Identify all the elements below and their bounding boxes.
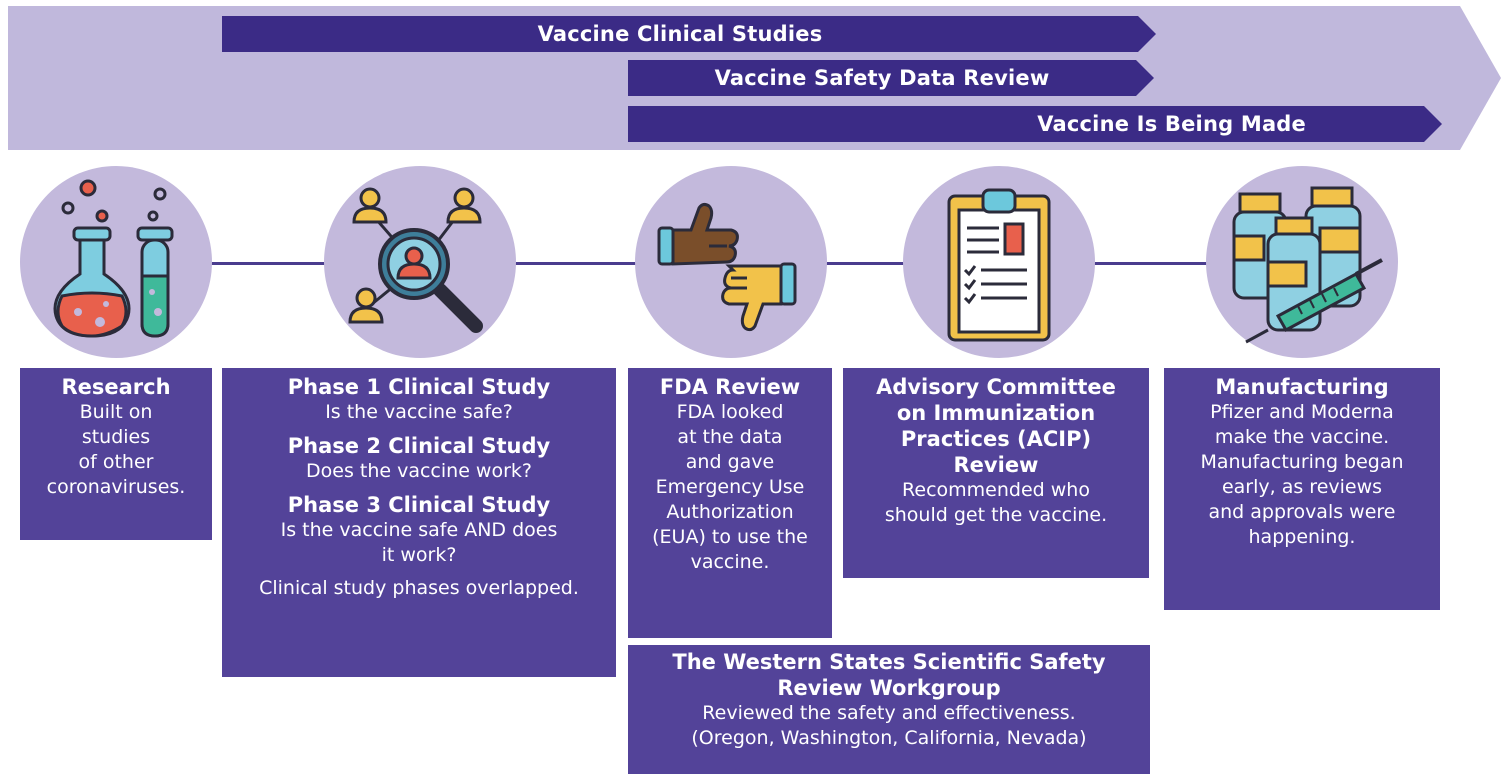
research-text: coronaviruses. — [46, 476, 186, 498]
fda-title: FDA Review — [659, 375, 801, 399]
clinical-note: Clinical study phases overlapped. — [259, 577, 579, 599]
research-text: of other — [78, 451, 154, 473]
fda-circle — [635, 166, 827, 358]
phase3-title: Phase 3 Clinical Study — [287, 493, 551, 517]
research-circle — [20, 166, 212, 358]
magnifier-people-icon — [348, 187, 483, 333]
manufacturing-circle — [1206, 166, 1398, 358]
manufacturing-title: Manufacturing — [1215, 375, 1389, 399]
acip-card: Advisory Committee on Immunization Pract… — [843, 368, 1149, 578]
band-arrow-being-made — [628, 106, 1442, 142]
manufacturing-text: Manufacturing began — [1200, 451, 1404, 473]
phase3-text: Is the vaccine safe AND does — [280, 519, 558, 541]
fda-text: FDA looked — [676, 401, 784, 423]
connector-line — [514, 262, 638, 265]
band-clinical-studies: Vaccine Clinical Studies — [537, 22, 823, 46]
acip-title: Advisory Committee — [876, 375, 1116, 399]
clinical-card: Phase 1 Clinical Study Is the vaccine sa… — [222, 368, 616, 677]
vials-syringe-icon — [1232, 186, 1383, 344]
acip-circle — [903, 166, 1095, 358]
acip-text: should get the vaccine. — [884, 504, 1108, 526]
fda-text: Authorization — [666, 501, 794, 523]
fda-text: at the data — [677, 426, 783, 448]
western-states-card: The Western States Scientific Safety Rev… — [628, 645, 1150, 774]
research-title: Research — [61, 375, 171, 399]
band-being-made: Vaccine Is Being Made — [1037, 112, 1306, 136]
flask-test-tube-icon — [53, 179, 174, 338]
fda-text: and gave — [685, 451, 775, 473]
phase1-text: Is the vaccine safe? — [325, 401, 513, 423]
acip-title: Review — [953, 453, 1039, 477]
connector-line — [210, 262, 328, 265]
manufacturing-text: happening. — [1248, 526, 1356, 548]
band-safety-review: Vaccine Safety Data Review — [714, 66, 1050, 90]
western-states-text: Reviewed the safety and effectiveness. — [702, 702, 1076, 724]
research-card: Research Built on studies of other coron… — [20, 368, 212, 540]
phase2-title: Phase 2 Clinical Study — [287, 434, 551, 458]
clinical-circle — [324, 166, 516, 358]
fda-card: FDA Review FDA looked at the data and ga… — [628, 368, 832, 638]
phase3-text: it work? — [381, 544, 457, 566]
band-arrow-safety-review — [628, 60, 1154, 96]
acip-text: Recommended who — [902, 479, 1090, 501]
phase1-title: Phase 1 Clinical Study — [287, 375, 551, 399]
western-states-title: Review Workgroup — [777, 676, 1001, 700]
western-states-text: (Oregon, Washington, California, Nevada) — [691, 727, 1087, 749]
western-states-title: The Western States Scientific Safety — [672, 650, 1106, 674]
clipboard-checklist-icon — [947, 188, 1051, 342]
manufacturing-card: Manufacturing Pfizer and Moderna make th… — [1164, 368, 1440, 610]
manufacturing-text: and approvals were — [1208, 501, 1396, 523]
acip-title: on Immunization — [896, 401, 1096, 425]
research-text: studies — [81, 426, 151, 448]
manufacturing-text: early, as reviews — [1221, 476, 1383, 498]
manufacturing-text: make the vaccine. — [1214, 426, 1390, 448]
phase2-text: Does the vaccine work? — [306, 460, 532, 482]
connector-line — [1093, 262, 1209, 265]
manufacturing-text: Pfizer and Moderna — [1210, 401, 1394, 423]
acip-title: Practices (ACIP) — [900, 427, 1092, 451]
connector-line — [825, 262, 907, 265]
thumbs-up-down-icon — [657, 202, 797, 332]
fda-text: vaccine. — [690, 551, 770, 573]
fda-text: (EUA) to use the — [652, 526, 808, 548]
fda-text: Emergency Use — [655, 476, 805, 498]
research-text: Built on — [79, 401, 153, 423]
band-arrow-clinical-studies — [222, 16, 1156, 52]
